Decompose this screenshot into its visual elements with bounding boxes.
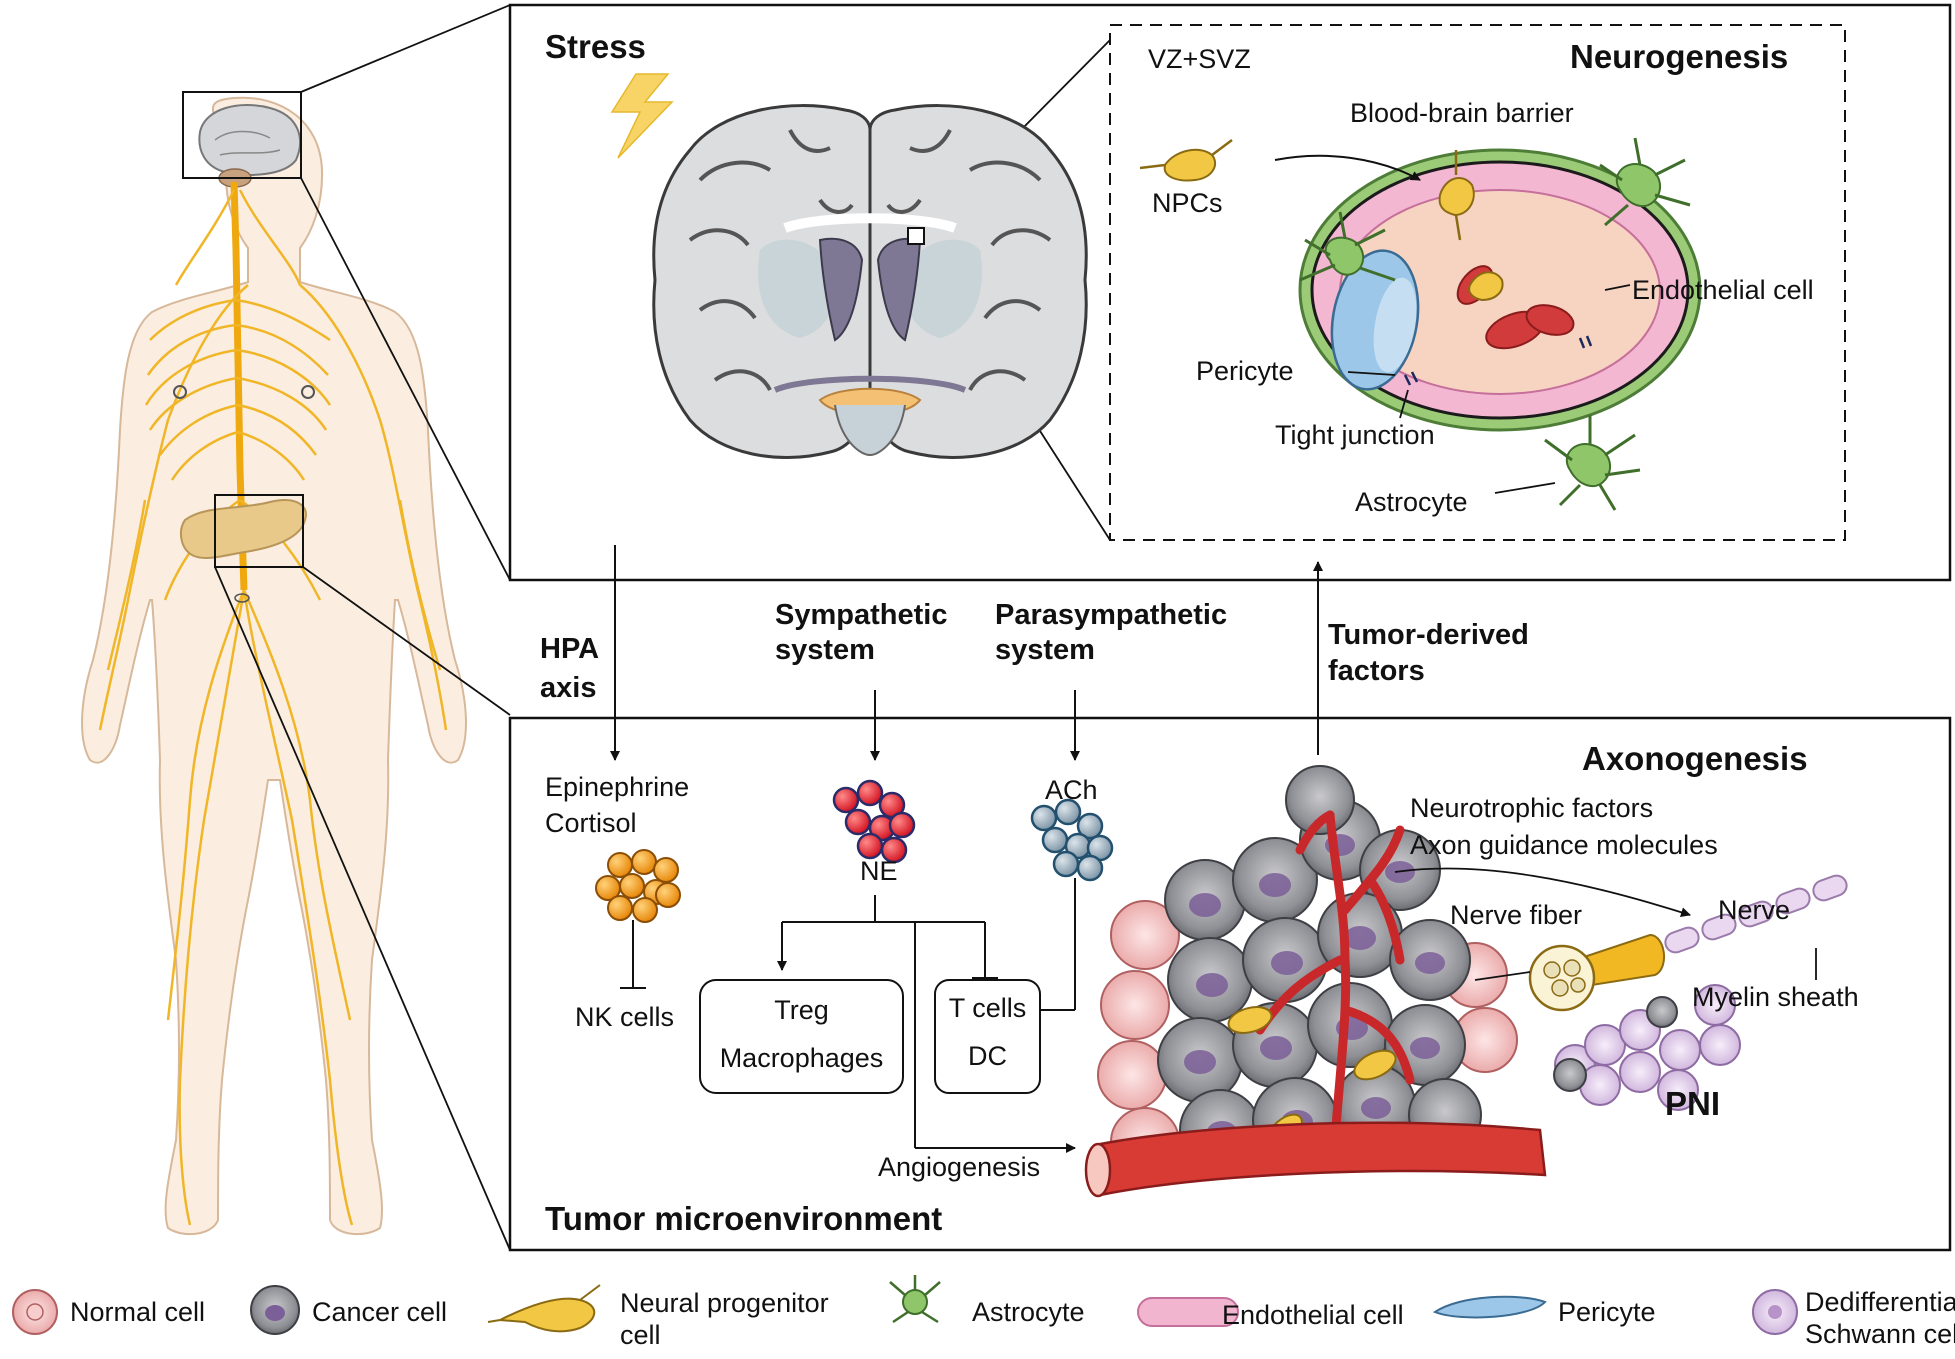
axon-guidance-label: Axon guidance molecules xyxy=(1410,830,1718,860)
legend-npc-icon xyxy=(487,1284,601,1333)
legend-astrocyte: Astrocyte xyxy=(972,1297,1085,1327)
pathway-arrows xyxy=(610,545,1323,761)
tcells-dc-box xyxy=(934,979,1041,1094)
treg-label: Treg xyxy=(774,995,829,1025)
vz-svz-zoom-box xyxy=(907,227,925,245)
cortisol-label: Cortisol xyxy=(545,808,637,838)
angiogenesis-label: Angiogenesis xyxy=(878,1152,1041,1182)
neurogenesis-panel xyxy=(1109,24,1846,541)
nerve-fiber xyxy=(1528,874,1848,1111)
pericyte-label: Pericyte xyxy=(1196,356,1294,386)
pni-label: PNI xyxy=(1665,1085,1721,1122)
tumor-mass xyxy=(1084,765,1547,1198)
npcs-label: NPCs xyxy=(1152,188,1223,218)
stress-title: Stress xyxy=(545,28,646,65)
legend-pericyte-icon xyxy=(1432,1295,1547,1319)
human-body-figure xyxy=(81,91,467,1236)
right-nipple xyxy=(301,385,315,399)
neurotrophic-label: Neurotrophic factors xyxy=(1410,793,1654,823)
nk-cells-label: NK cells xyxy=(575,1002,675,1032)
legend-cancer-cell: Cancer cell xyxy=(312,1297,448,1327)
legend-astrocyte-icon xyxy=(889,1275,941,1324)
axonogenesis-title: Axonogenesis xyxy=(1582,740,1808,777)
neurogenesis-title: Neurogenesis xyxy=(1570,38,1789,75)
legend-endothelial: Endothelial cell xyxy=(1222,1300,1404,1330)
epinephrine-vesicles xyxy=(595,849,681,923)
regulation-lines xyxy=(620,878,1076,1153)
ne-vesicles xyxy=(832,779,916,864)
t-cells-label: T cells xyxy=(948,993,1027,1023)
bbb-label: Blood-brain barrier xyxy=(1350,98,1574,128)
macrophages-label: Macrophages xyxy=(719,1043,884,1073)
ne-label: NE xyxy=(860,856,898,886)
tme-title: Tumor microenvironment xyxy=(545,1200,943,1237)
tight-junction-label: Tight junction xyxy=(1275,420,1435,450)
head-brain xyxy=(198,104,301,176)
legend-icons xyxy=(12,1275,1798,1335)
vz-svz-label: VZ+SVZ xyxy=(1148,44,1251,74)
legend-endothelial-icon xyxy=(1137,1297,1239,1327)
endothelial-label: Endothelial cell xyxy=(1632,275,1814,305)
treg-macrophages-box xyxy=(699,979,904,1094)
npc-migration-arrow xyxy=(1274,154,1421,181)
stress-panel xyxy=(508,3,1952,582)
legend-schwann: DedifferentiatedSchwann cells xyxy=(1805,1287,1955,1349)
astrocyte-cells xyxy=(1299,137,1691,511)
dc-label: DC xyxy=(968,1041,1007,1071)
left-nipple xyxy=(173,385,187,399)
zoom-lines xyxy=(214,4,1111,1251)
lightning-icon xyxy=(610,73,674,159)
ach-label: ACh xyxy=(1045,775,1098,805)
legend-normal-cell: Normal cell xyxy=(70,1297,206,1327)
pancreas-zoom-box xyxy=(214,494,304,568)
npc-cells xyxy=(1139,139,1504,302)
head-zoom-box xyxy=(182,91,302,179)
coronal-brain-section xyxy=(652,104,1088,459)
angiogenesis-vessel xyxy=(1093,1121,1547,1197)
tme-panel xyxy=(508,716,1952,1252)
pancreas xyxy=(179,499,307,559)
nerve-fiber-label: Nerve fiber xyxy=(1450,900,1583,930)
astrocyte-label: Astrocyte xyxy=(1355,487,1468,517)
myelin-sheath-label: Myelin sheath xyxy=(1692,982,1859,1012)
epinephrine-label: Epinephrine xyxy=(545,772,690,802)
legend-pericyte: Pericyte xyxy=(1558,1297,1656,1327)
nerve-label: Nerve xyxy=(1718,895,1791,925)
ach-vesicles xyxy=(1030,798,1114,882)
